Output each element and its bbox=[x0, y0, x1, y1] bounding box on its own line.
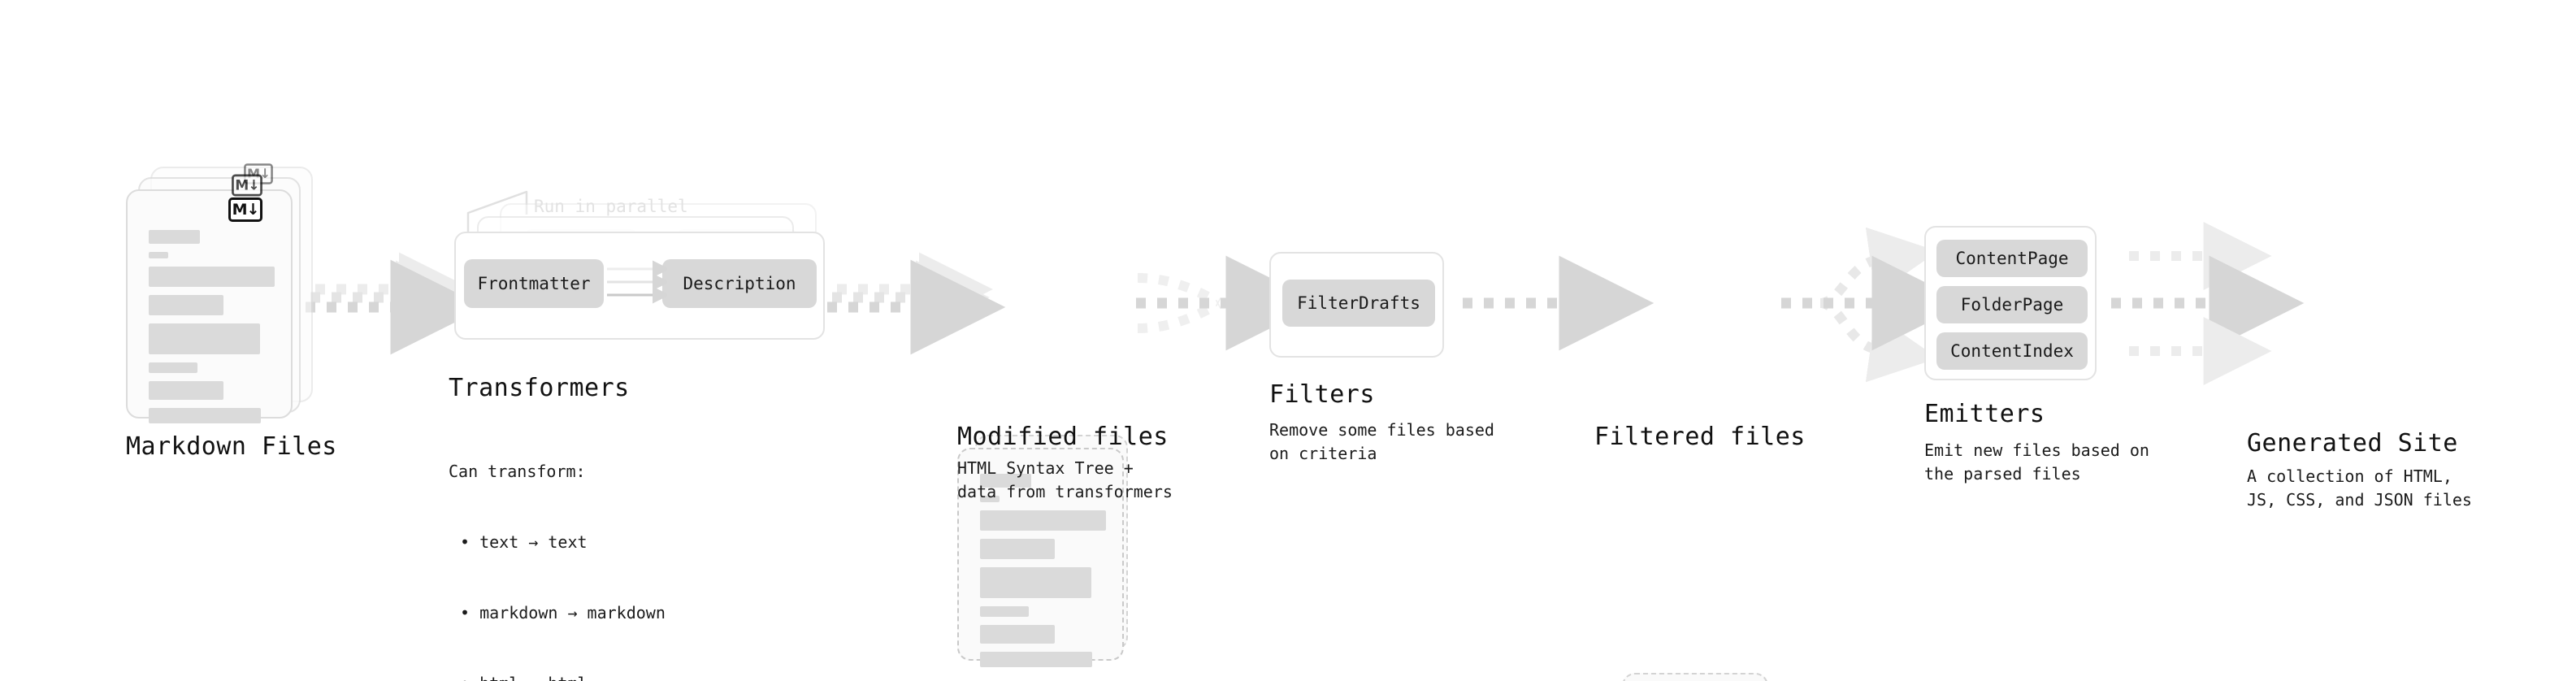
transformers-bullet-2: • html → html bbox=[460, 672, 666, 681]
stage-subtitle-emitters: Emit new files based on the parsed files bbox=[1924, 440, 2149, 484]
transformer-inner-arrows bbox=[607, 260, 667, 304]
file-card-front bbox=[126, 189, 293, 423]
modified-file-card-front bbox=[957, 448, 1124, 667]
transformer-pill-frontmatter[interactable]: Frontmatter bbox=[464, 259, 604, 308]
stage-title-markdown-files: Markdown Files bbox=[126, 432, 337, 461]
stage-transformers: Frontmatter Description Frontmatter Desc… bbox=[443, 203, 825, 366]
stage-title-modified-files: Modified files bbox=[957, 423, 1169, 451]
transformers-bullet-1: • markdown → markdown bbox=[460, 603, 666, 622]
connector-emitters-to-generated bbox=[2111, 222, 2305, 385]
markdown-badge-back-1: M↓ bbox=[232, 174, 262, 197]
stage-modified-files bbox=[957, 435, 1136, 670]
stage-subtitle-filters: Remove some files based on criteria bbox=[1269, 420, 1494, 463]
connector-transformers-to-modified bbox=[827, 252, 1006, 355]
stage-title-filters: Filters bbox=[1269, 380, 1375, 409]
filters-panel: FilterDrafts bbox=[1269, 252, 1444, 358]
stage-subtitle-generated-site: A collection of HTML, JS, CSS, and JSON … bbox=[2247, 466, 2472, 510]
emitter-pill-folderpage[interactable]: FolderPage bbox=[1936, 286, 2088, 323]
stage-title-filtered-files: Filtered files bbox=[1594, 423, 1806, 451]
emitters-panel: ContentPage FolderPage ContentIndex bbox=[1924, 226, 2097, 380]
stage-subtitle-modified-files: HTML Syntax Tree + data from transformer… bbox=[957, 458, 1173, 501]
transformers-bullet-0: • text → text bbox=[460, 532, 588, 552]
connector-filtered-to-emitters bbox=[1781, 227, 1967, 383]
modified-file-content-placeholder bbox=[980, 474, 1106, 675]
file-content-placeholder bbox=[149, 230, 275, 432]
stage-emitters: ContentPage FolderPage ContentIndex bbox=[1924, 226, 2097, 380]
emitter-pill-contentpage[interactable]: ContentPage bbox=[1936, 240, 2088, 277]
transformers-intro: Can transform: bbox=[449, 462, 586, 481]
stage-title-generated-site: Generated Site bbox=[2247, 429, 2458, 458]
stage-filtered-files bbox=[1602, 673, 1781, 681]
stage-subtitle-transformers: Can transform: • text → text • markdown … bbox=[449, 413, 666, 681]
connector-md-to-transformers bbox=[306, 252, 486, 355]
stage-filters: FilterDrafts bbox=[1269, 252, 1444, 358]
transformer-panel-front: Frontmatter Description bbox=[454, 232, 825, 340]
filtered-file-card-back bbox=[1622, 673, 1768, 681]
transformer-pill-description[interactable]: Description bbox=[662, 259, 817, 308]
stage-title-transformers: Transformers bbox=[449, 374, 630, 402]
markdown-badge: M↓ bbox=[228, 197, 262, 222]
stage-title-emitters: Emitters bbox=[1924, 400, 2045, 428]
run-in-parallel-label: Run in parallel bbox=[534, 197, 688, 216]
emitter-pill-contentindex[interactable]: ContentIndex bbox=[1936, 332, 2088, 370]
connector-modified-to-filters bbox=[1136, 255, 1321, 351]
stage-markdown-files: M↓ M↓ M↓ bbox=[126, 163, 313, 423]
filter-pill-filterdrafts[interactable]: FilterDrafts bbox=[1282, 280, 1435, 327]
